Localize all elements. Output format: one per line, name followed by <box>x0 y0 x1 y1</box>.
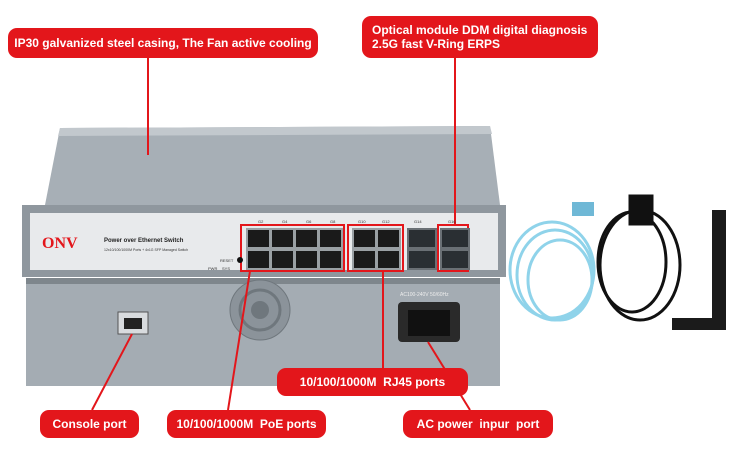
mounting-bracket <box>672 210 726 330</box>
fan-icon <box>229 279 291 341</box>
port-label: G8 <box>330 219 336 224</box>
port-label: G2 <box>258 219 264 224</box>
sys-label: SYS <box>222 266 231 271</box>
switch-top-casing <box>45 126 500 205</box>
brand-logo: ONV <box>42 235 78 252</box>
port-label: G12 <box>382 219 390 224</box>
callout-rj45-ports: 10/100/1000M RJ45 ports <box>277 368 468 396</box>
reset-button[interactable] <box>237 257 243 263</box>
pwr-label: PWR <box>208 266 218 271</box>
panel-title: Power over Ethernet Switch <box>104 238 184 244</box>
port-label: G6 <box>306 219 312 224</box>
power-cord <box>596 194 682 322</box>
panel-subtitle: 12x10/100/1000M Ports + 4x1G SFP Managed… <box>104 248 189 252</box>
callout-lines <box>91 58 471 411</box>
callout-console-port: Console port <box>40 410 139 438</box>
callout-ac-power-port: AC power inpur port <box>403 410 553 438</box>
port-label: G4 <box>282 219 288 224</box>
callout-casing: IP30 galvanized steel casing, The Fan ac… <box>8 28 318 58</box>
port-label: G14 <box>414 219 422 224</box>
callout-optical: Optical module DDM digital diagnosis 2.5… <box>362 16 598 58</box>
port-label: G10 <box>358 219 366 224</box>
reset-label: RESET <box>220 258 234 263</box>
port-label: G16 <box>448 219 456 224</box>
console-cable <box>508 202 596 322</box>
callout-poe-ports: 10/100/1000M PoE ports <box>167 410 326 438</box>
power-rating: AC100-240V 50/60Hz <box>400 292 449 298</box>
